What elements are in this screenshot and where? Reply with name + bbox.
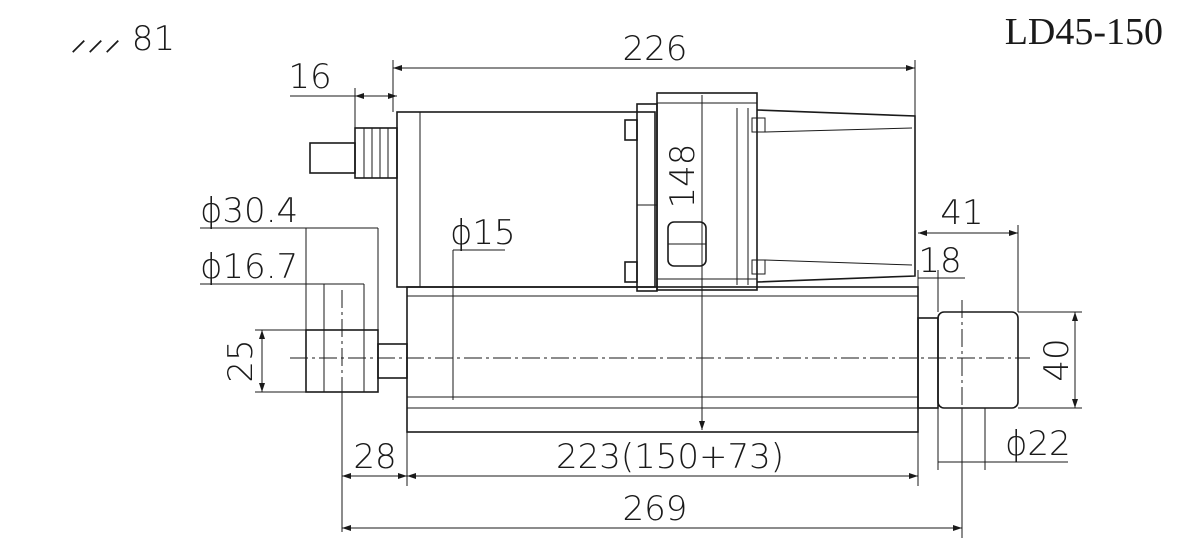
dim-28: 28: [341, 392, 408, 532]
dim-phi-22: ϕ22: [937, 408, 1071, 470]
dim-phi-16-7-label: ϕ16.7: [200, 247, 298, 287]
dim-41-label: 41: [940, 193, 983, 233]
dim-phi-15: ϕ15: [450, 213, 516, 400]
dim-148: 148: [663, 96, 705, 430]
dim-phi-22-label: ϕ22: [1005, 424, 1071, 464]
model-label: LD45-150: [1005, 11, 1163, 53]
dim-25: 25: [221, 329, 306, 393]
dim-phi-15-label: ϕ15: [450, 213, 516, 253]
dim-phi-30-4: ϕ30.4: [200, 191, 379, 344]
corner-note: ⸝⸝⸝ 81: [70, 19, 175, 59]
actuator-body: [305, 286, 1019, 433]
dim-148-label: 148: [663, 144, 703, 209]
dim-16-label: 16: [288, 57, 331, 97]
dim-40-label: 40: [1037, 338, 1077, 381]
dim-226-label: 226: [623, 29, 688, 69]
dim-226: 226: [392, 29, 916, 116]
dim-16: 16: [288, 57, 397, 128]
dim-18-label: 18: [918, 241, 961, 281]
dim-223: 223(150+73): [407, 408, 919, 486]
dim-18: 18: [917, 241, 965, 312]
dim-25-label: 25: [221, 339, 261, 382]
dim-phi-30-4-label: ϕ30.4: [200, 191, 298, 231]
dim-223-label: 223(150+73): [556, 437, 784, 477]
dim-269: 269: [342, 408, 963, 538]
dim-40: 40: [1018, 311, 1082, 409]
dim-phi-16-7: ϕ16.7: [200, 247, 365, 392]
motor: [309, 92, 916, 292]
dim-269-label: 269: [623, 489, 688, 529]
dim-28-label: 28: [353, 437, 396, 477]
dim-41: 41: [918, 193, 1019, 312]
